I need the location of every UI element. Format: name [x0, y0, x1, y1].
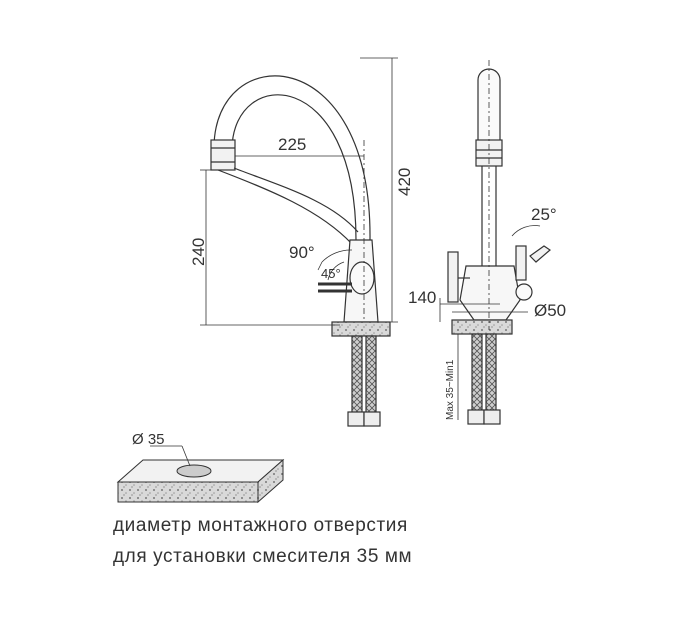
dim-140-label: 140	[408, 288, 436, 307]
angle-45-label: 45°	[321, 266, 341, 281]
side-view	[439, 60, 551, 425]
hole-diameter-label: Ø 35	[132, 431, 165, 448]
angle-arc-25	[511, 225, 541, 237]
angle-arc-90	[321, 249, 353, 263]
angle-arc-45	[327, 261, 345, 281]
side-lever-left	[447, 251, 459, 303]
spout-tip	[210, 139, 236, 171]
hose-left-front	[351, 335, 363, 425]
dim-225-label: 225	[278, 135, 306, 154]
front-view	[200, 57, 398, 427]
hose-right-side	[485, 333, 497, 423]
mount-base-front	[331, 321, 391, 337]
support-arm	[217, 169, 353, 245]
side-lever-right	[515, 245, 527, 281]
spout-outer	[213, 75, 371, 241]
dim-diameter-50-label: Ø50	[534, 301, 566, 320]
angle-90-label: 90°	[289, 243, 315, 262]
caption-line-2: для установки смесителя 35 мм	[113, 546, 413, 567]
hose-left-side	[471, 333, 483, 423]
dim-420-label: 420	[395, 168, 414, 196]
side-spout	[477, 68, 501, 151]
caption-line-1: диаметр монтажного отверстия	[113, 515, 408, 536]
countertop-diagram	[116, 445, 285, 504]
countertop-front	[117, 481, 259, 503]
countertop-side	[257, 458, 284, 504]
mount-thickness-label: Max 35~Min1	[445, 359, 456, 420]
spout-inner	[231, 94, 357, 241]
angle-25-label: 25°	[531, 205, 557, 224]
mount-base-side	[451, 319, 513, 335]
dim-240-label: 240	[189, 238, 208, 266]
hose-right-front	[365, 335, 377, 425]
side-lever-handle	[529, 245, 551, 263]
mounting-hole	[176, 464, 212, 478]
